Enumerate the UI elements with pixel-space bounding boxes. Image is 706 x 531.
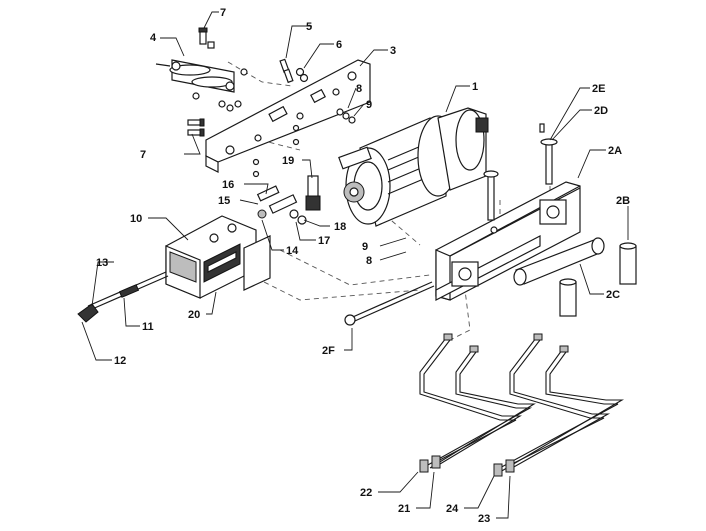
callout-2F: 2F: [322, 345, 335, 357]
callout-2B: 2B: [616, 195, 630, 207]
callout-20: 20: [188, 309, 200, 321]
callout-21: 21: [398, 503, 410, 515]
hydraulic-hoses: [419, 333, 625, 477]
callout-11: 11: [142, 321, 154, 333]
callout-9-mid: 9: [362, 241, 368, 253]
callout-23: 23: [478, 513, 490, 525]
callout-9-top: 9: [366, 99, 372, 111]
callout-17: 17: [318, 235, 330, 247]
callout-8-top: 8: [356, 83, 362, 95]
spacer-tube: [559, 242, 637, 317]
mounting-bracket: [205, 59, 371, 173]
callout-10: 10: [130, 213, 142, 225]
remote-handle: [77, 271, 169, 323]
callout-2C: 2C: [606, 289, 620, 301]
callout-8-mid: 8: [366, 255, 372, 267]
callout-24: 24: [446, 503, 459, 515]
callout-4: 4: [150, 32, 157, 44]
callout-18: 18: [334, 221, 346, 233]
callout-2D: 2D: [594, 105, 608, 117]
roller-fairlead: [155, 59, 248, 100]
bolt-group-left: [187, 118, 205, 137]
callout-12: 12: [114, 355, 126, 367]
callout-7-left: 7: [140, 149, 146, 161]
small-block: [305, 175, 321, 211]
clutch-linkage: [256, 185, 307, 225]
washer-group-top: [252, 108, 356, 178]
callout-6: 6: [336, 39, 342, 51]
callout-5: 5: [306, 21, 312, 33]
callout-13: 13: [96, 257, 108, 269]
post-and-screw: [483, 123, 558, 221]
callout-2E: 2E: [592, 83, 605, 95]
callout-16: 16: [222, 179, 234, 191]
winch-drum: [338, 107, 489, 227]
callout-22: 22: [360, 487, 372, 499]
callout-leaders: [81, 11, 629, 519]
callout-14: 14: [286, 245, 299, 257]
control-box: [165, 215, 271, 299]
callout-3: 3: [390, 45, 396, 57]
pins-and-nuts: [218, 58, 309, 112]
callout-7-top: 7: [220, 7, 226, 19]
base-frame: [435, 181, 581, 301]
callout-labels: 7 4 5 6 3 1 8 9 7 19 16 15 10 17 18 14 9…: [96, 7, 630, 525]
callout-1: 1: [472, 81, 478, 93]
callout-15: 15: [218, 195, 230, 207]
bolt-group-top: [198, 27, 215, 49]
callout-19: 19: [282, 155, 294, 167]
callout-2A: 2A: [608, 145, 622, 157]
cross-tube: [513, 237, 605, 286]
long-rod: [344, 281, 435, 326]
